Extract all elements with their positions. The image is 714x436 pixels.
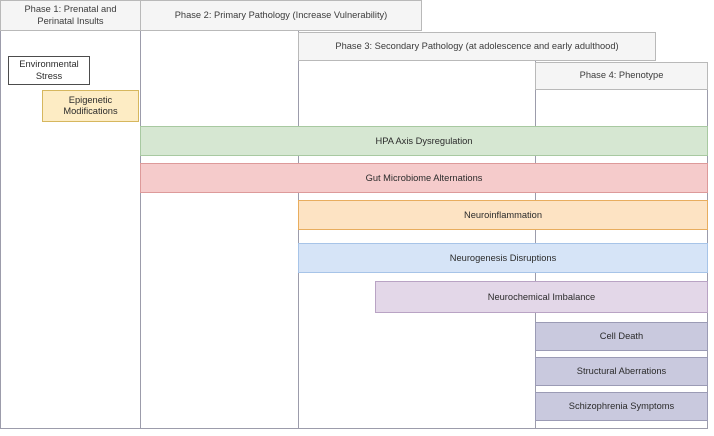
- phase-body-phase2: [140, 30, 299, 429]
- phase-header-phase1: Phase 1: Prenatal and Perinatal Insults: [0, 0, 141, 31]
- bar-schizophrenia-symptoms[interactable]: Schizophrenia Symptoms: [535, 392, 708, 421]
- bar-gut-microbiome-alternations[interactable]: Gut Microbiome Alternations: [140, 163, 708, 193]
- phase-header-phase4: Phase 4: Phenotype: [535, 62, 708, 90]
- node-epigenetic-modifications[interactable]: Epigenetic Modifications: [42, 90, 139, 122]
- bar-neurochemical-imbalance[interactable]: Neurochemical Imbalance: [375, 281, 708, 313]
- bar-structural-aberrations[interactable]: Structural Aberrations: [535, 357, 708, 386]
- phase-header-phase2: Phase 2: Primary Pathology (Increase Vul…: [140, 0, 422, 31]
- phase-header-phase3: Phase 3: Secondary Pathology (at adolesc…: [298, 32, 656, 61]
- bar-hpa-axis-dysregulation[interactable]: HPA Axis Dysregulation: [140, 126, 708, 156]
- node-environmental-stress[interactable]: Environmental Stress: [8, 56, 90, 85]
- bar-neuroinflammation[interactable]: Neuroinflammation: [298, 200, 708, 230]
- bar-neurogenesis-disruptions[interactable]: Neurogenesis Disruptions: [298, 243, 708, 273]
- bar-cell-death[interactable]: Cell Death: [535, 322, 708, 351]
